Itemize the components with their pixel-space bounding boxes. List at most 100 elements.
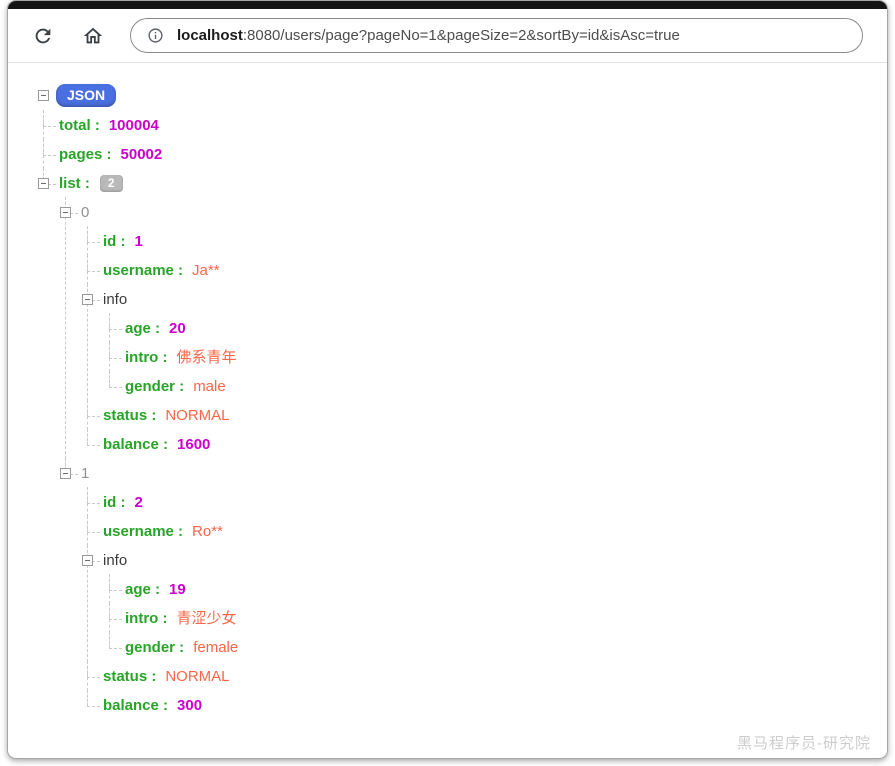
tree-row: balance :300 [103,691,867,720]
node-key: total : [59,117,100,134]
node-key: list : [59,175,90,192]
tree-row: info [103,285,867,314]
node-value: NORMAL [165,668,230,685]
node-key: gender : [125,378,185,395]
node-value: 300 [177,697,203,714]
tree-row: id : 2 [103,488,867,517]
node-value: 50002 [120,146,163,163]
tree-row: username : Ro** [103,517,867,546]
node-key: pages : [59,146,112,163]
home-button[interactable] [76,19,110,53]
node-key: username : [103,262,184,279]
watermark: 黑马程序员-研究院 [737,735,871,752]
collapse-toggle-icon[interactable] [82,555,93,566]
collapse-toggle-icon[interactable] [60,468,71,479]
browser-window: localhost:8080/users/page?pageNo=1&pageS… [7,0,888,759]
url-path: :8080/users/page?pageNo=1&pageSize=2&sor… [242,27,680,44]
collapse-toggle-icon[interactable] [38,178,49,189]
node-key: intro : [125,349,168,366]
tree-leaf: intro : 青涩少女 [109,603,867,633]
tree-row: balance : 1600 [103,430,867,459]
collapse-toggle-icon[interactable] [82,294,93,305]
tree-row: pages : 50002 [59,140,867,169]
tree-row: status : NORMAL [103,662,867,691]
home-icon [82,25,104,47]
tree-row: info [103,546,867,575]
node-value: 19 [169,581,186,598]
tree-leaf: intro : 佛系青年 [109,342,867,372]
json-root-badge[interactable]: JSON [56,84,117,107]
tree-leaf: status :NORMAL [87,400,867,430]
tree-row: username : Ja** [103,256,867,285]
tree-leaf: balance :300 [87,690,867,720]
collapse-toggle-icon[interactable] [60,207,71,218]
node-key: status : [103,407,157,424]
node-key: intro : [125,610,168,627]
refresh-icon [32,25,54,47]
tree-leaf: id : 2 [87,487,867,517]
tree-leaf: age : 19 [109,574,867,604]
tree-leaf: pages : 50002 [43,139,867,169]
browser-toolbar: localhost:8080/users/page?pageNo=1&pageS… [8,9,887,63]
tree-row: 0 [81,198,867,227]
node-value: 2 [134,494,143,511]
node-key: age : [125,320,161,337]
node-value: 1 [134,233,143,250]
array-index-label: 0 [81,204,90,221]
node-key: id : [103,233,126,250]
url-host: localhost [177,27,243,44]
tree-leaf: total : 100004 [43,110,867,140]
tree-leaf: username : Ro** [87,516,867,546]
url-text: localhost:8080/users/page?pageNo=1&pageS… [177,27,680,44]
array-index-label: 1 [81,465,90,482]
window-top-bar [8,1,887,9]
tree-row: status :NORMAL [103,401,867,430]
tree-row: gender : male [125,372,867,401]
object-key-label: info [103,291,128,308]
tree-leaf: gender : male [109,371,867,401]
node-value: Ro** [192,523,223,540]
tree-row: 1 [81,459,867,488]
tree-row: total : 100004 [59,111,867,140]
node-value: female [193,639,239,656]
tree-root-row: JSON [38,81,867,111]
tree-leaf: status : NORMAL [87,661,867,691]
node-value: Ja** [192,262,220,279]
tree-row: intro : 青涩少女 [125,604,867,633]
node-key: status : [103,668,157,685]
node-value: 佛系青年 [176,349,237,366]
tree-row: age : 20 [125,314,867,343]
node-key: age : [125,581,161,598]
tree-row: intro : 佛系青年 [125,343,867,372]
node-value: 20 [169,320,186,337]
node-key: username : [103,523,184,540]
collapse-toggle-icon[interactable] [38,90,49,101]
node-value: male [193,378,226,395]
node-key: id : [103,494,126,511]
node-key: balance : [103,436,169,453]
tree-row: list : 2 [59,169,867,198]
tree-leaf: gender :female [109,632,867,662]
array-count-badge: 2 [99,175,123,192]
tree-leaf: age : 20 [109,313,867,343]
node-value: 1600 [177,436,211,453]
tree-leaf: username : Ja** [87,255,867,285]
node-value: 100004 [108,117,159,134]
tree-row: gender :female [125,633,867,662]
node-value: 青涩少女 [176,610,237,627]
page-info-icon[interactable] [147,27,164,44]
refresh-button[interactable] [26,19,60,53]
address-bar[interactable]: localhost:8080/users/page?pageNo=1&pageS… [130,18,863,53]
